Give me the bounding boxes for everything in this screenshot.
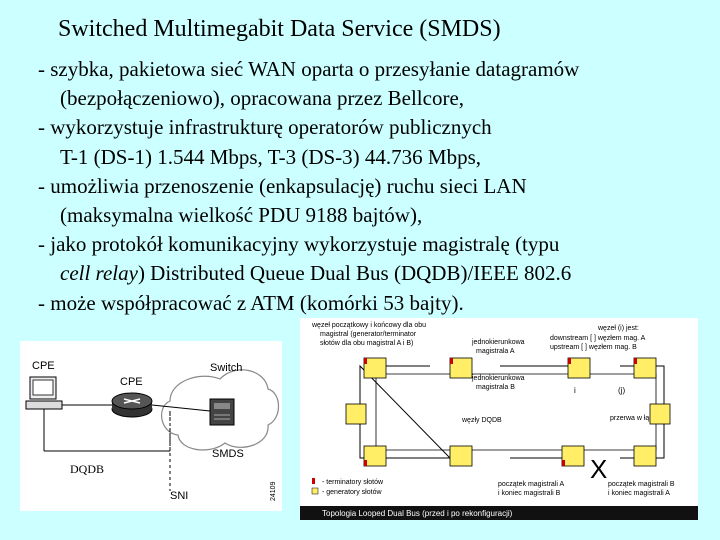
- dqdb-node-b2: [561, 445, 585, 467]
- unidirectional-b-1: jednokierunkowa: [471, 375, 525, 382]
- smds-network-figure: CPE CPE Switch SMDS DQDB SNI 24109: [20, 341, 282, 511]
- router-icon: [111, 392, 153, 418]
- bullet-5-line-1: - może współpracować z ATM (komórki 53 b…: [38, 290, 464, 315]
- top-right-note-3: upstream [ ] węzłem mag. B: [550, 344, 637, 351]
- dqdb-node-tl: [363, 357, 387, 379]
- bullet-3-line-2: (maksymalna wielkość PDU 9188 bajtów),: [60, 202, 423, 227]
- break-mark: X: [590, 454, 607, 484]
- dqdb-node-t2: [567, 357, 591, 379]
- node-i-label: i: [574, 386, 576, 395]
- unidirectional-a-2: magistrala A: [476, 348, 515, 355]
- legend-generators: - generatory słotów: [322, 489, 382, 496]
- smds-cloud: [161, 369, 280, 451]
- caption-bar: [300, 506, 698, 520]
- switch-icon: [209, 398, 235, 426]
- dqdb-label: DQDB: [70, 462, 104, 476]
- bus-b-start-1: początek magistrali B: [608, 481, 675, 488]
- node-j-label: (j): [618, 386, 625, 395]
- figure-number: 24109: [270, 481, 277, 501]
- unidirectional-a-1: jednokierunkowa: [471, 339, 525, 346]
- cell-relay-term: cell relay: [60, 261, 138, 286]
- looped-dual-bus-figure: węzeł początkowy i końcowy dla obu magis…: [300, 318, 698, 520]
- dqdb-node-bl: [363, 445, 387, 467]
- top-left-note-1: węzeł początkowy i końcowy dla obu: [311, 322, 426, 329]
- unidirectional-b-2: magistrala B: [476, 384, 515, 391]
- legend-terminators: - terminatory słotów: [322, 479, 384, 486]
- cpe-left-label: CPE: [32, 360, 55, 372]
- cpe-router-label: CPE: [120, 376, 143, 388]
- bullet-2-line-1: - wykorzystuje infrastrukturę operatorów…: [38, 115, 492, 140]
- top-right-note-2: downstream [ ] węzłem mag. A: [550, 335, 646, 342]
- bus-a-start-2: i koniec magistrali B: [498, 490, 561, 497]
- top-right-note-1: węzeł (i) jest:: [597, 325, 639, 332]
- top-left-note-3: słotów dla obu magistral A i B): [320, 340, 413, 347]
- bullet-4-line-2: cell relay) Distributed Queue Dual Bus (…: [38, 259, 579, 288]
- bullet-3-line-1: - umożliwia przenoszenie (enkapsulację) …: [38, 173, 527, 198]
- bus-b-inner: [375, 373, 657, 451]
- smds-label: SMDS: [212, 448, 244, 460]
- bus-b-start-2: i koniec magistrali A: [608, 490, 670, 497]
- slide-title: Switched Multimegabit Data Service (SMDS…: [58, 16, 501, 42]
- terminal-icon: [25, 376, 63, 410]
- dqdb-node-t1: [449, 357, 473, 379]
- dqdb-node-r: [649, 403, 671, 425]
- bullet-4-line-1: - jako protokół komunikacyjny wykorzystu…: [38, 232, 560, 257]
- looped-dual-bus-svg: węzeł początkowy i końcowy dla obu magis…: [300, 322, 698, 520]
- dqdb-node-tr: [633, 357, 657, 379]
- top-left-note-2: magistral (generator/terminator: [320, 331, 417, 338]
- dqdb-node-l: [345, 403, 367, 425]
- dqdb-node-b1: [449, 445, 473, 467]
- bullet-2-line-2: T-1 (DS-1) 1.544 Mbps, T-3 (DS-3) 44.736…: [60, 144, 481, 169]
- figure-caption: Topologia Looped Dual Bus (przed i po re…: [322, 509, 513, 518]
- bus-a-start-1: początek magistrali A: [498, 481, 564, 488]
- bullet-list: - szybka, pakietowa sieć WAN oparta o pr…: [38, 55, 579, 318]
- bullet-4-rest: ) Distributed Queue Dual Bus (DQDB)/IEEE…: [137, 261, 572, 286]
- dqdb-node-br: [633, 445, 657, 467]
- gap-label: przerwa w łączu: [610, 415, 660, 422]
- dqdb-nodes-label: węzły DQDB: [461, 417, 502, 424]
- router-switch-link: [151, 404, 211, 412]
- bullet-1-line-2: (bezpołączeniowo), opracowana przez Bell…: [60, 86, 465, 111]
- switch-label: Switch: [210, 362, 242, 374]
- smds-network-svg: CPE CPE Switch SMDS DQDB SNI 24109: [25, 360, 280, 502]
- bullet-1-line-1: - szybka, pakietowa sieć WAN oparta o pr…: [38, 57, 580, 81]
- sni-label: SNI: [170, 490, 188, 502]
